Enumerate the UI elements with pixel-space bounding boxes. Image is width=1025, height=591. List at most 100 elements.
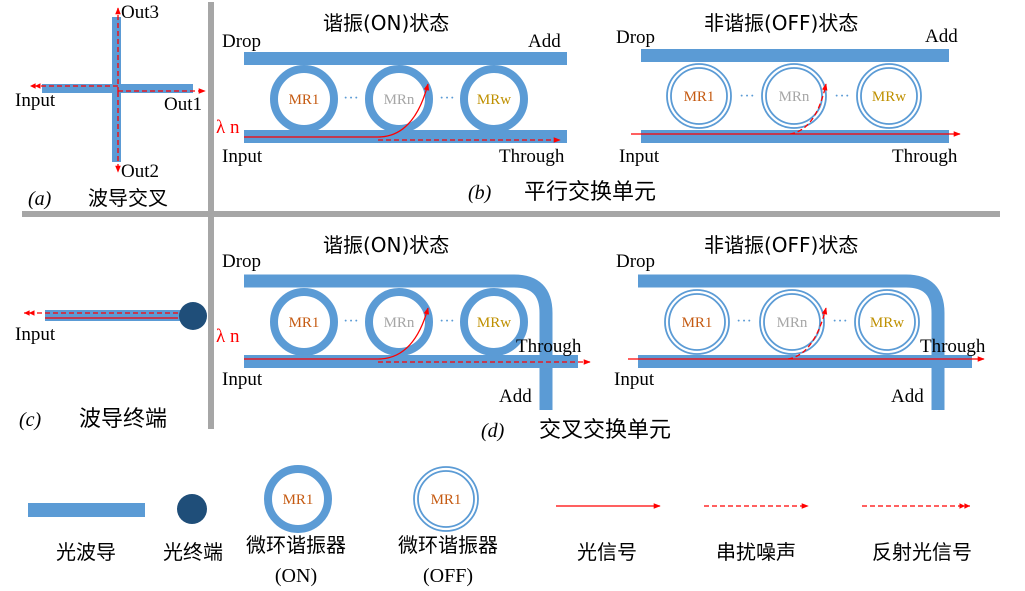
mrn-label-d-off: MRn [777,315,808,331]
legend-mr-off-line2: (OFF) [423,565,473,587]
panel-a: Out3 Out1 Out2 Input (a) 波导交叉 [15,2,206,210]
mrw-ring-inner-b-off [860,67,918,125]
dots-1-b-off: ··· [739,88,755,105]
drop-label-d-off: Drop [616,251,655,272]
drop-bent-waveguide-d-on [244,274,553,410]
through-label-b-on: Through [499,146,565,167]
mrw-ring-inner-d-off [858,293,916,351]
dots-2-d-on: ··· [439,313,455,330]
label-out3: Out3 [121,2,159,23]
legend-waveguide-swatch [28,503,145,517]
panel-b-off: 非谐振(OFF)状态 MR1 MRn MRw ··· ··· Drop Add … [616,11,961,167]
dots-2-b-on: ··· [439,90,455,107]
label-input-c: Input [15,324,56,345]
mrn-label-b-off: MRn [779,89,810,105]
terminated-waveguide [45,310,190,321]
caption-letter-b: (b) [468,182,492,204]
drop-label-b-off: Drop [616,27,655,48]
mrw-label-d-on: MRw [477,315,511,331]
input-through-waveguide-d-off [638,355,972,368]
add-label-d-on: Add [499,386,532,407]
lambda-d-on: λ n [216,326,240,347]
add-label-b-on: Add [528,31,561,52]
dots-1-b-on: ··· [343,90,359,107]
caption-text-d: 交叉交换单元 [539,418,671,443]
panel-b-on: 谐振(ON)状态 MR1 MRn MRw ··· ··· λ n Drop Ad… [216,11,567,167]
panel-d-on: 谐振(ON)状态 MR1 MRn MRw ··· ··· λ n Drop In… [216,233,591,410]
label-out2: Out2 [121,161,159,182]
dots-2-b-off: ··· [834,88,850,105]
caption-letter-c: (c) [19,409,42,431]
add-label-d-off: Add [891,386,924,407]
legend-terminator-swatch [177,494,207,524]
dots-2-d-off: ··· [832,313,848,330]
title-d-off: 非谐振(OFF)状态 [704,233,858,257]
caption-text-c: 波导终端 [79,407,167,432]
label-input: Input [15,90,56,111]
mr1-ring-inner-b-off [670,67,728,125]
mrw-ring-b-on [460,65,528,133]
legend-terminator-label: 光终端 [163,540,223,564]
mrw-label-b-on: MRw [477,92,511,108]
mrn-label-d-on: MRn [384,315,415,331]
dots-1-d-off: ··· [736,313,752,330]
mr1-label-b-on: MR1 [289,92,320,108]
title-d-on: 谐振(ON)状态 [323,233,449,257]
dropped-signal-d-on [244,307,430,360]
legend-mr-on-swatch [264,465,332,533]
add-label-b-off: Add [925,26,958,47]
mrn-ring-d-on [365,288,433,356]
legend-crosstalk-label: 串扰噪声 [716,540,796,564]
legend-mr-on-line2: (ON) [275,565,317,587]
mrw-ring-d-on [460,288,528,356]
terminator-dot [179,302,207,330]
input-label-b-off: Input [619,146,660,167]
mrn-label-b-on: MRn [384,92,415,108]
lambda-b-on: λ n [216,117,240,138]
mr1-label-d-on: MR1 [289,315,320,331]
legend-mr-on-icon-label: MR1 [283,492,314,508]
caption-letter-d: (d) [481,420,505,442]
mr1-ring-b-on [270,65,338,133]
legend-mr-off-line1: 微环谐振器 [398,533,498,557]
input-label-b-on: Input [222,146,263,167]
legend: 光波导 光终端 MR1 微环谐振器 (ON) MR1 微环谐振器 (OFF) 光… [28,465,972,587]
legend-signal-label: 光信号 [577,540,637,564]
crosstalk-drop-b-off [789,83,828,135]
title-b-off: 非谐振(OFF)状态 [704,11,858,35]
legend-mr-off-swatch-inner [417,470,475,528]
caption-letter-a: (a) [28,188,52,210]
input-through-waveguide-b-off [641,130,949,143]
crosstalk-drop-d-off [787,307,828,360]
through-label-b-off: Through [892,146,958,167]
input-label-d-on: Input [222,369,263,390]
input-label-d-off: Input [614,369,655,390]
mr1-ring-d-on [270,288,338,356]
mr1-label-b-off: MR1 [684,89,715,105]
divider-horizontal [22,211,1000,217]
mrw-label-d-off: MRw [870,315,904,331]
legend-waveguide-label: 光波导 [56,540,116,564]
legend-mr-off-icon-label: MR1 [431,492,462,508]
panel-c: Input (c) 波导终端 [15,302,207,432]
mrn-ring-inner-d-off [763,293,821,351]
through-label-d-off: Through [920,336,986,357]
caption-text-b: 平行交换单元 [524,180,656,205]
mr1-ring-inner-d-off [668,293,726,351]
through-label-d-on: Through [516,336,582,357]
drop-add-waveguide-b-on [244,52,567,65]
legend-mr-on-line1: 微环谐振器 [246,533,346,557]
mrn-ring-inner-b-off [765,67,823,125]
drop-label-d-on: Drop [222,251,261,272]
mr1-label-d-off: MR1 [682,315,713,331]
title-b-on: 谐振(ON)状态 [323,11,449,35]
mrw-label-b-off: MRw [872,89,906,105]
dots-1-d-on: ··· [343,313,359,330]
drop-bent-waveguide-d-off [638,274,945,410]
dropped-signal-b-on [244,83,430,138]
caption-text-a: 波导交叉 [88,186,168,210]
drop-add-waveguide-b-off [641,49,949,62]
mrn-ring-b-on [365,65,433,133]
